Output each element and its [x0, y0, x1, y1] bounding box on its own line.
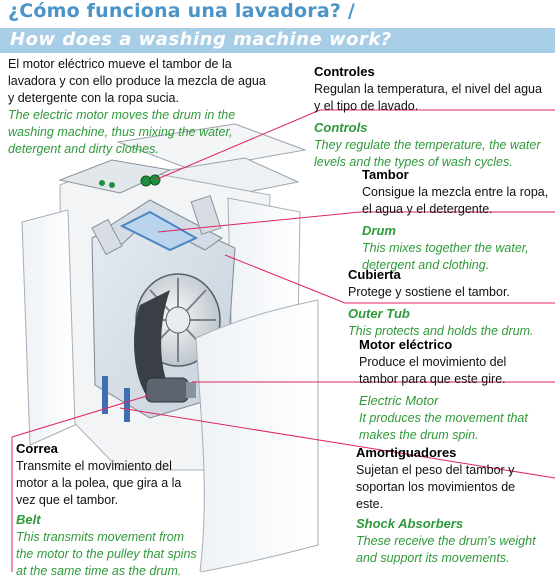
shock-es: soportan los movimientos de — [356, 480, 516, 494]
shock-en-title: Shock Absorbers — [356, 516, 464, 531]
title-banner: How does a washing machine work? — [0, 28, 555, 53]
belt-es: vez que el tambor. — [16, 493, 119, 507]
drum-es: el agua y el detergente. — [362, 202, 493, 216]
drum-en-title: Drum — [362, 223, 396, 238]
side-panel-left — [21, 209, 76, 446]
belt-es: motor a la polea, que gira a la — [16, 476, 182, 490]
shock-en: and support its movements. — [356, 551, 510, 565]
motor-cap — [186, 382, 196, 398]
motor-title: Motor eléctrico — [359, 337, 453, 352]
outer-tub-en-title: Outer Tub — [348, 306, 410, 321]
intro-en-line: washing machine, thus mixing the water, — [8, 125, 233, 139]
label-outer-tub: Cubierta Protege y sostiene el tambor. O… — [348, 266, 555, 340]
belt-en-title: Belt — [16, 512, 41, 527]
shock-es: este. — [356, 497, 384, 511]
motor-es: tambor para que este gire. — [359, 372, 506, 386]
control-knob — [140, 175, 152, 187]
label-electric-motor: Motor eléctrico Produce el movimiento de… — [359, 336, 555, 444]
outer-tub-es: Protege y sostiene el tambor. — [348, 285, 510, 299]
outer-tub-title: Cubierta — [348, 267, 401, 282]
pulley-hub — [165, 306, 191, 334]
intro-es-line: lavadora y con ello produce la mezcla de… — [8, 74, 266, 88]
motor-es: Produce el movimiento del — [359, 355, 507, 369]
shock-es: Sujetan el peso del tambor y — [356, 463, 515, 477]
shock-title: Amortiguadores — [356, 445, 457, 460]
top-lid-upper — [116, 123, 307, 171]
outer-tub-en: This protects and holds the drum. — [348, 324, 534, 338]
controls-en-title: Controls — [314, 120, 368, 135]
controls-es: Regulan la temperatura, el nivel del agu… — [314, 82, 542, 96]
control-panel — [58, 159, 172, 194]
drum-paddle — [91, 218, 123, 256]
title-spanish: ¿Cómo funciona una lavadora? / — [8, 0, 356, 22]
belt-es: Transmite el movimiento del — [16, 459, 172, 473]
belt-title: Correa — [16, 441, 58, 456]
drum-en: This mixes together the water, — [362, 241, 529, 255]
belt-en: This transmits movement from — [16, 530, 185, 544]
front-panel — [195, 299, 319, 572]
intro-es-line: El motor eléctrico mueve el tambor de la — [8, 57, 232, 71]
controls-es: y el tipo de lavado. — [314, 99, 419, 113]
leader-lines — [11, 109, 555, 572]
motor-en: makes the drum spin. — [359, 428, 479, 442]
drum-rim — [119, 210, 199, 252]
intro-es-line: y detergente con la ropa sucia. — [8, 91, 179, 105]
intro-en-line: The electric motor moves the drum in the — [8, 108, 236, 122]
intro-en-line: detergent and dirty clothes. — [8, 142, 159, 156]
intro-block: El motor eléctrico mueve el tambor de la… — [8, 56, 308, 158]
label-drum: Tambor Consigue la mezcla entre la ropa,… — [362, 166, 555, 274]
motor-en-title: Electric Motor — [359, 393, 439, 408]
shock-absorber — [124, 388, 130, 422]
title-english: How does a washing machine work? — [10, 29, 392, 50]
controls-en: levels and the types of wash cycles. — [314, 155, 513, 169]
controls-title: Controles — [314, 64, 375, 79]
electric-motor — [145, 377, 189, 403]
drum-title: Tambor — [362, 167, 409, 182]
drum-en: detergent and clothing. — [362, 258, 490, 272]
label-controls: Controles Regulan la temperatura, el niv… — [314, 63, 554, 171]
label-belt: Correa Transmite el movimiento del motor… — [16, 440, 216, 580]
label-shock-absorbers: Amortiguadores Sujetan el peso del tambo… — [356, 444, 555, 567]
belt — [134, 290, 172, 400]
drum-es: Consigue la mezcla entre la ropa, — [362, 185, 549, 199]
control-knob — [109, 182, 115, 188]
shock-en: These receive the drum's weight — [356, 534, 536, 548]
controls-en: They regulate the temperature, the water — [314, 138, 541, 152]
drum-paddle — [190, 195, 222, 235]
control-knob — [99, 180, 105, 186]
shock-absorber — [102, 376, 108, 414]
belt-en: the motor to the pulley that spins — [16, 547, 197, 561]
motor-en: It produces the movement that — [359, 411, 528, 425]
